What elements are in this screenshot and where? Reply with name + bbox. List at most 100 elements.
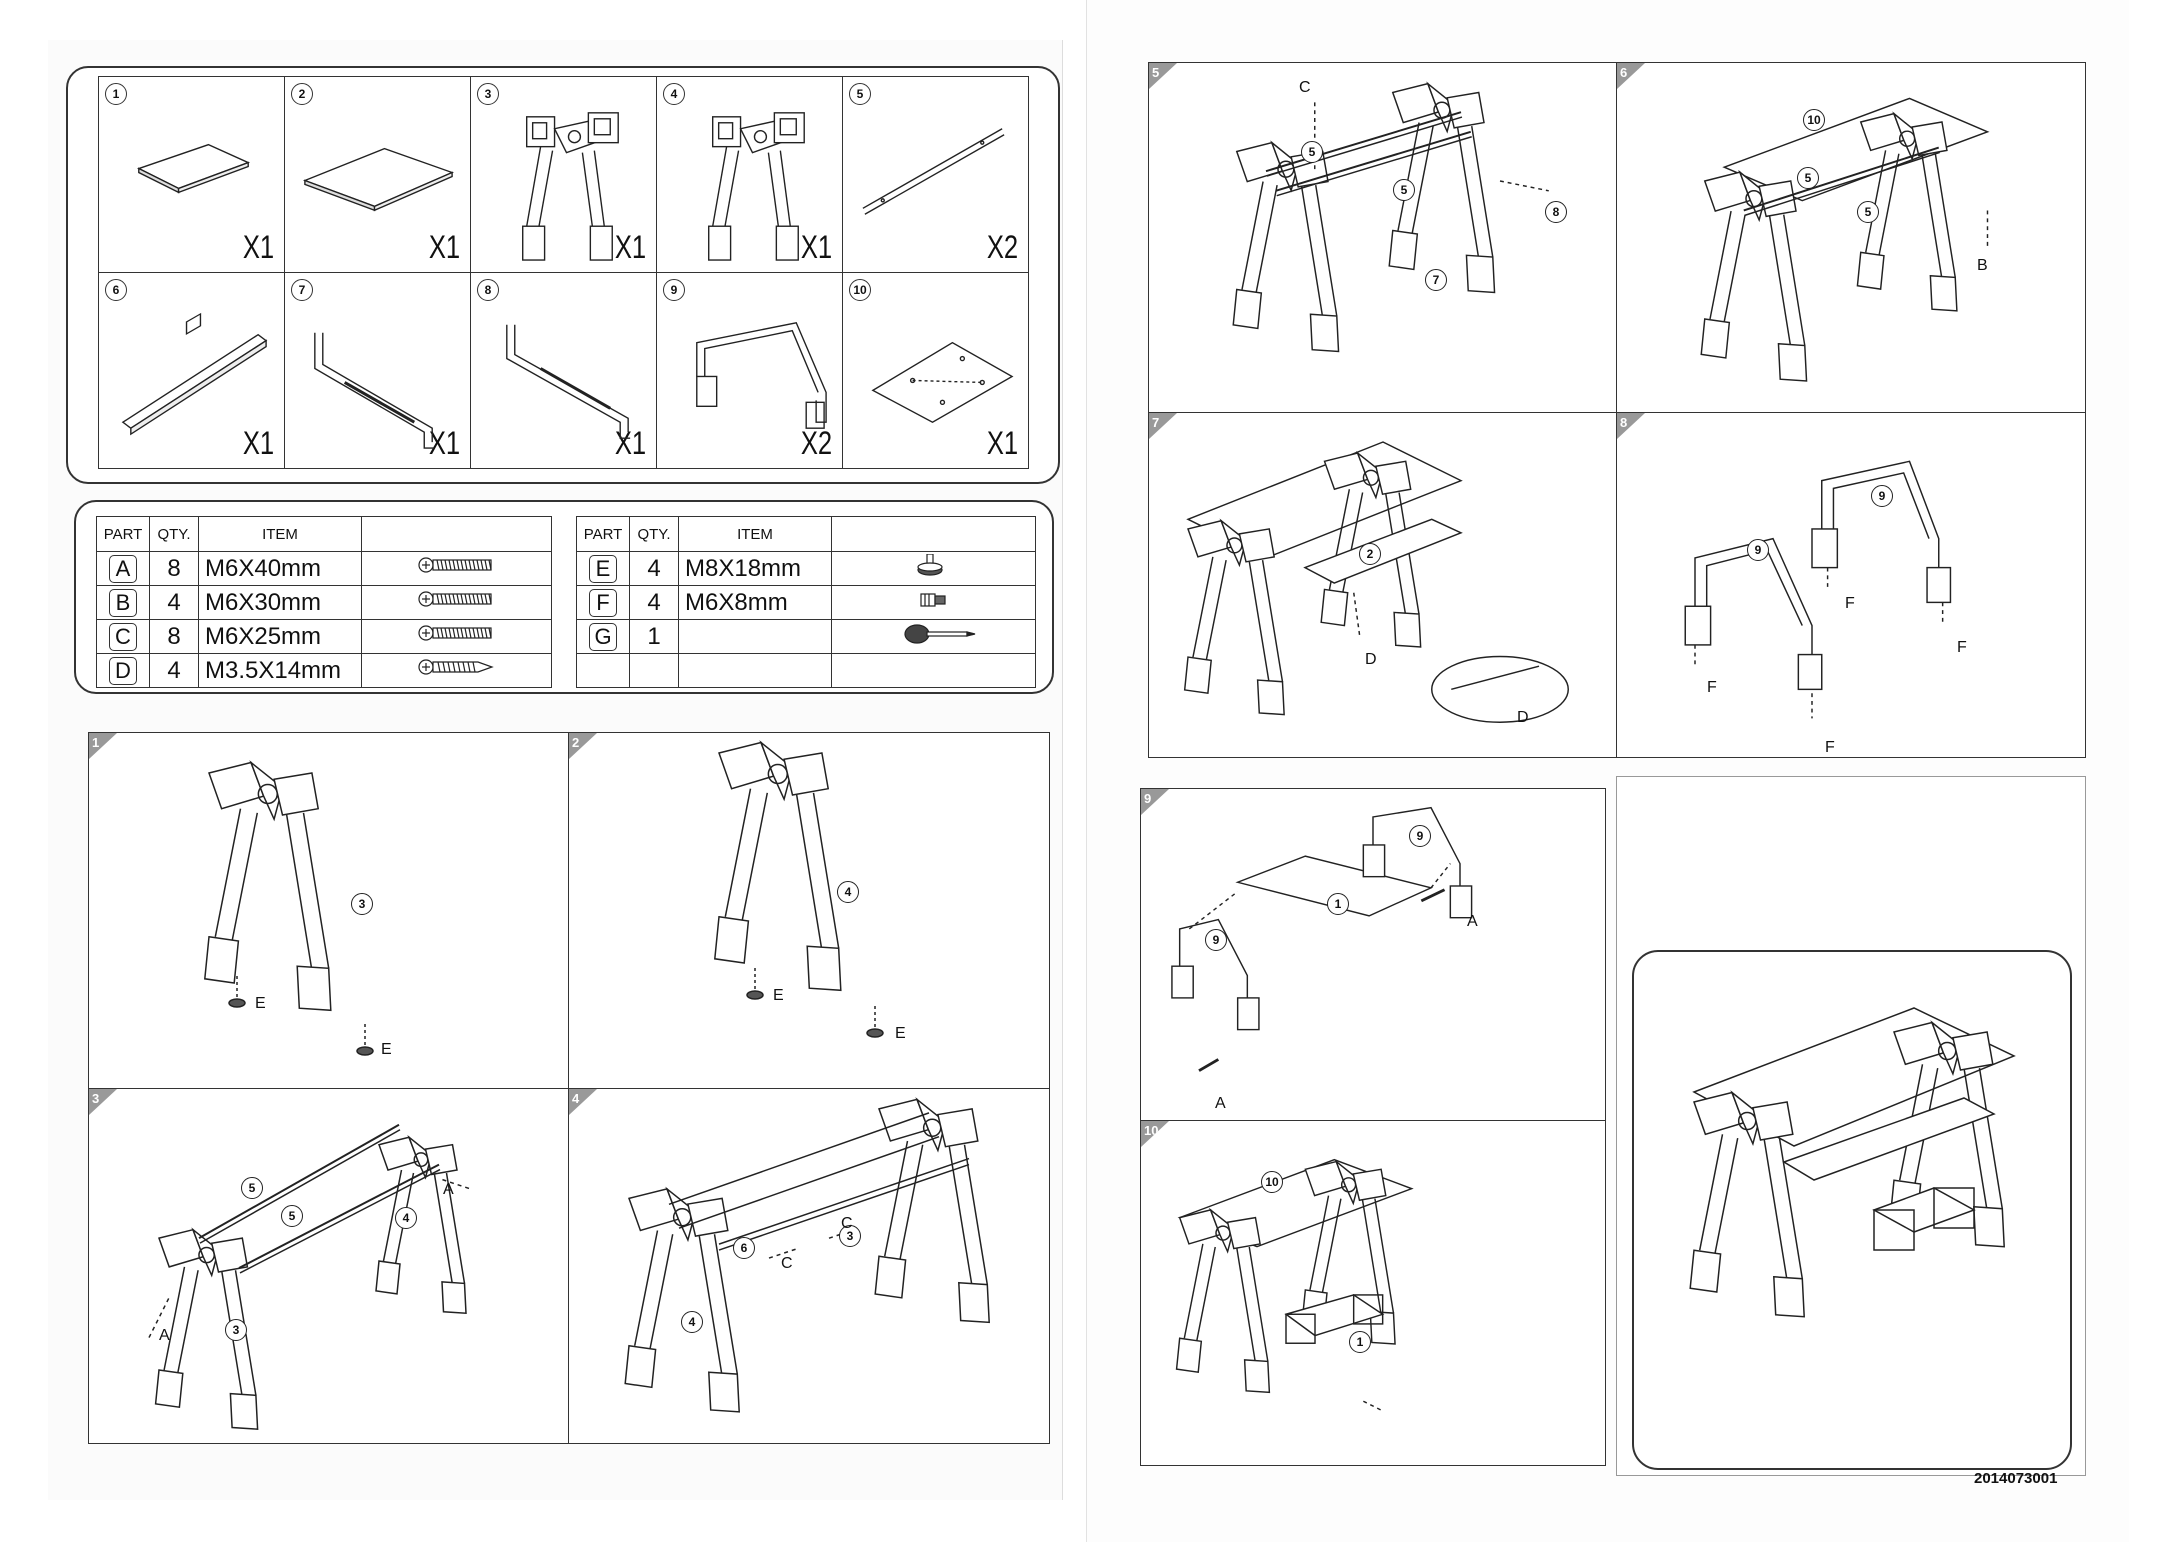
part-quantity: X1 bbox=[986, 425, 1018, 461]
finished-desk-drawing-icon bbox=[1689, 1007, 2016, 1318]
part-letter-cell: D bbox=[96, 653, 150, 688]
part-callout: 10 bbox=[1803, 109, 1825, 131]
wood-screw-icon bbox=[417, 659, 494, 675]
part-quantity: X1 bbox=[428, 229, 460, 265]
quantity: 8 bbox=[149, 551, 199, 586]
part-number-badge: 3 bbox=[477, 83, 499, 105]
part-quantity: X1 bbox=[242, 229, 274, 265]
part-drawing-icon bbox=[136, 143, 251, 194]
col-qty: QTY. bbox=[629, 516, 679, 552]
col-part: PART bbox=[576, 516, 630, 552]
assembly-drawing-icon bbox=[1232, 81, 1549, 353]
hardware-callout: C bbox=[1299, 79, 1311, 96]
part-callout: 3 bbox=[225, 1319, 247, 1341]
step-number: 2 bbox=[572, 735, 580, 750]
part-letter: G bbox=[589, 622, 617, 651]
part-drawing-icon bbox=[862, 128, 1005, 215]
part-callout: 1 bbox=[1349, 1331, 1371, 1353]
part-drawing-icon bbox=[314, 332, 435, 449]
part-number-badge: 6 bbox=[105, 279, 127, 301]
table-header-row: PART QTY. ITEM bbox=[576, 516, 1036, 552]
assembly-drawing-icon bbox=[1684, 460, 1952, 719]
part-callout: 2 bbox=[1359, 543, 1381, 565]
document-code: 2014073001 bbox=[1974, 1470, 2058, 1487]
hardware-callout: E bbox=[895, 1025, 906, 1042]
part-drawing-icon bbox=[871, 341, 1014, 424]
part-quantity: X2 bbox=[986, 229, 1018, 265]
part-quantity: X1 bbox=[242, 425, 274, 461]
part-callout: 5 bbox=[281, 1205, 303, 1227]
assembly-drawing-icon bbox=[1175, 1158, 1414, 1412]
part-letter-cell: B bbox=[96, 585, 150, 620]
part-callout: 9 bbox=[1871, 485, 1893, 507]
part-number-badge: 5 bbox=[849, 83, 871, 105]
part-callout: 10 bbox=[1261, 1171, 1283, 1193]
step-number: 6 bbox=[1620, 65, 1628, 80]
assembly-drawing-icon bbox=[1700, 97, 1990, 382]
step-number: 3 bbox=[92, 1091, 100, 1106]
step-number: 8 bbox=[1620, 415, 1628, 430]
part-number-badge: 1 bbox=[105, 83, 127, 105]
part-drawing-icon bbox=[506, 324, 631, 439]
part-drawing-icon bbox=[696, 321, 827, 429]
hardware-callout: E bbox=[255, 995, 266, 1012]
hardware-callout: D bbox=[1365, 651, 1377, 668]
step-number: 7 bbox=[1152, 415, 1160, 430]
part-letter: D bbox=[109, 656, 137, 685]
part-callout: 3 bbox=[839, 1225, 861, 1247]
part-callout: 5 bbox=[1857, 201, 1879, 223]
part-letter-cell: E bbox=[576, 551, 630, 586]
assembly-drawing-icon bbox=[203, 760, 374, 1056]
hardware-callout: E bbox=[381, 1041, 392, 1058]
bolt-icon bbox=[417, 625, 492, 641]
col-image bbox=[361, 516, 552, 552]
part-drawing-icon bbox=[522, 112, 619, 261]
assembly-drawing-icon bbox=[148, 1123, 470, 1430]
col-item: ITEM bbox=[198, 516, 362, 552]
part-letter: C bbox=[109, 622, 137, 651]
item-spec: M8X18mm bbox=[678, 551, 832, 586]
cap-foot-icon bbox=[919, 593, 946, 607]
hardware-image-cell bbox=[361, 551, 552, 586]
part-quantity: X1 bbox=[614, 229, 646, 265]
part-quantity: X1 bbox=[428, 425, 460, 461]
hardware-callout: E bbox=[773, 987, 784, 1004]
hardware-callout: C bbox=[781, 1255, 793, 1272]
part-letter: E bbox=[589, 554, 617, 583]
hardware-callout: F bbox=[1825, 739, 1835, 756]
item-spec: M6X8mm bbox=[678, 585, 832, 620]
col-image bbox=[831, 516, 1036, 552]
hardware-callout: F bbox=[1845, 595, 1855, 612]
part-letter-cell: A bbox=[96, 551, 150, 586]
bolt-icon bbox=[417, 591, 492, 607]
part-callout: 6 bbox=[733, 1237, 755, 1259]
item-spec: M6X25mm bbox=[198, 619, 362, 654]
quantity: 4 bbox=[149, 653, 199, 688]
hardware-callout: A bbox=[443, 1181, 454, 1198]
part-callout: 1 bbox=[1327, 893, 1349, 915]
col-part: PART bbox=[96, 516, 150, 552]
part-callout: 5 bbox=[1797, 167, 1819, 189]
quantity: 4 bbox=[629, 585, 679, 620]
